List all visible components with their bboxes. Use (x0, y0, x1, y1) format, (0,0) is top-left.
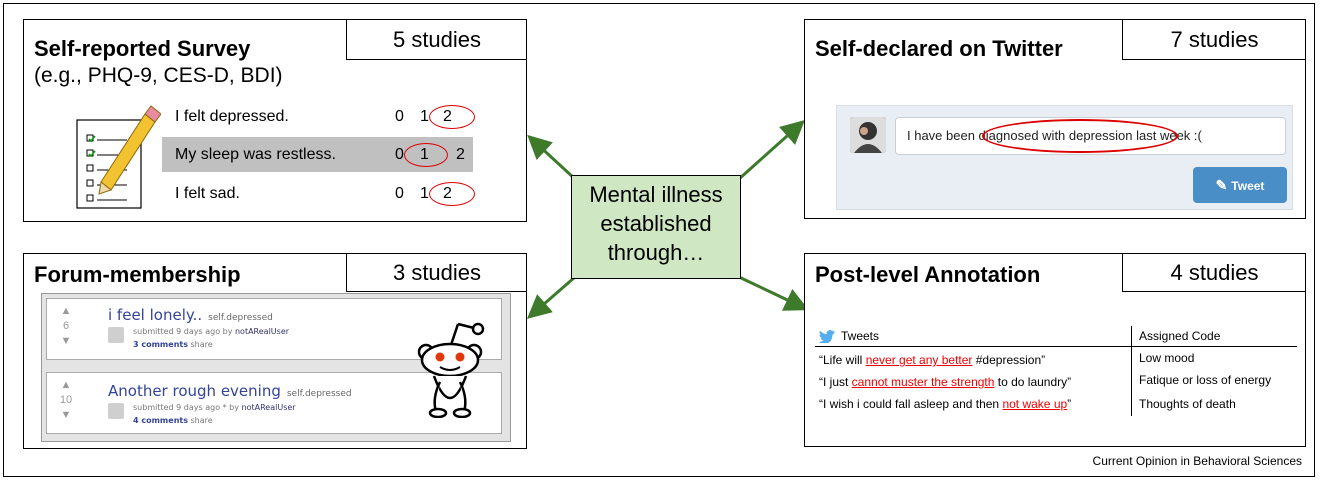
arrow-survey (527, 134, 577, 181)
compose-icon: ✎ (1215, 177, 1228, 193)
center-line-3: through… (607, 240, 705, 265)
survey-count: 5 studies (346, 20, 527, 60)
assigned-code: Thoughts of death (1139, 397, 1236, 411)
post-comments[interactable]: 3 comments share (133, 340, 213, 349)
downvote-icon[interactable]: ▼ (60, 335, 72, 347)
clipboard-icon (76, 105, 161, 209)
survey-item-text: I felt sad. (175, 185, 240, 202)
avatar (850, 117, 886, 153)
annotation-panel: Post-level Annotation 4 studies (804, 253, 1306, 447)
tweet-button[interactable]: ✎Tweet (1193, 167, 1287, 203)
center-line-1: Mental illness (589, 182, 723, 207)
downvote-icon[interactable]: ▼ (60, 409, 72, 421)
arrow-annotation (738, 275, 809, 311)
upvote-icon[interactable]: ▲ (60, 379, 72, 391)
annotation-count: 4 studies (1122, 254, 1306, 292)
survey-item-text: I felt depressed. (175, 108, 289, 125)
post-domain: self.depressed (286, 389, 352, 399)
forum-title: Forum-membership (34, 262, 241, 287)
survey-score-1: 1 (420, 108, 429, 125)
post-title[interactable]: i feel lonely..self.depressed (108, 306, 273, 324)
selection-circle (429, 182, 475, 206)
center-concept-box: Mental illness established through… (571, 175, 741, 279)
survey-score-0: 0 (395, 185, 404, 202)
table-row: “Life will never get any better #depress… (819, 353, 1046, 367)
survey-item-text: My sleep was restless. (175, 146, 336, 163)
survey-score-0: 0 (395, 146, 404, 163)
survey-score-1: 1 (420, 185, 429, 202)
table-header-rule (815, 346, 1297, 347)
arrow-forum (526, 275, 576, 319)
forum-count: 3 studies (346, 254, 527, 292)
assigned-code: Low mood (1139, 351, 1195, 365)
post-score: 6 (62, 320, 70, 332)
twitter-count: 7 studies (1122, 20, 1306, 60)
table-row: “I just cannot muster the strength to do… (819, 375, 1072, 389)
survey-panel: Self-reported Survey 5 studies (e.g., PH… (23, 19, 527, 222)
selection-circle (404, 143, 448, 167)
center-line-2: established (600, 211, 712, 236)
post-comments[interactable]: 4 comments share (133, 416, 213, 425)
code-column-header: Assigned Code (1139, 329, 1221, 343)
reddit-alien-icon (417, 322, 485, 418)
twitter-title: Self-declared on Twitter (815, 36, 1063, 61)
annotation-title: Post-level Annotation (815, 262, 1041, 287)
figure-frame (3, 3, 1315, 477)
post-score: 10 (59, 394, 73, 406)
upvote-icon[interactable]: ▲ (60, 305, 72, 317)
table-column-divider (1131, 326, 1132, 416)
tweet-button-label: Tweet (1231, 179, 1265, 193)
survey-title: Self-reported Survey (34, 36, 251, 61)
survey-subtitle: (e.g., PHQ-9, CES-D, BDI) (34, 64, 283, 87)
thumbnail-icon (108, 327, 124, 343)
thumbnail-icon (108, 403, 124, 419)
survey-score-2: 2 (456, 146, 465, 163)
twitter-bird-icon (819, 330, 835, 343)
highlight-ellipse (982, 119, 1178, 153)
assigned-code: Fatique or loss of energy (1139, 373, 1272, 387)
selection-circle (429, 105, 475, 129)
post-domain: self.depressed (208, 313, 273, 323)
table-row: “I wish i could fall asleep and then not… (819, 397, 1072, 411)
journal-credit: Current Opinion in Behavioral Sciences (1092, 454, 1302, 468)
post-meta: submitted 9 days ago by notARealUser (133, 327, 290, 336)
arrow-twitter (737, 119, 805, 181)
tweets-column-header: Tweets (841, 329, 880, 343)
post-meta: submitted 9 days ago * by notARealUser (133, 403, 296, 412)
survey-score-0: 0 (395, 108, 404, 125)
